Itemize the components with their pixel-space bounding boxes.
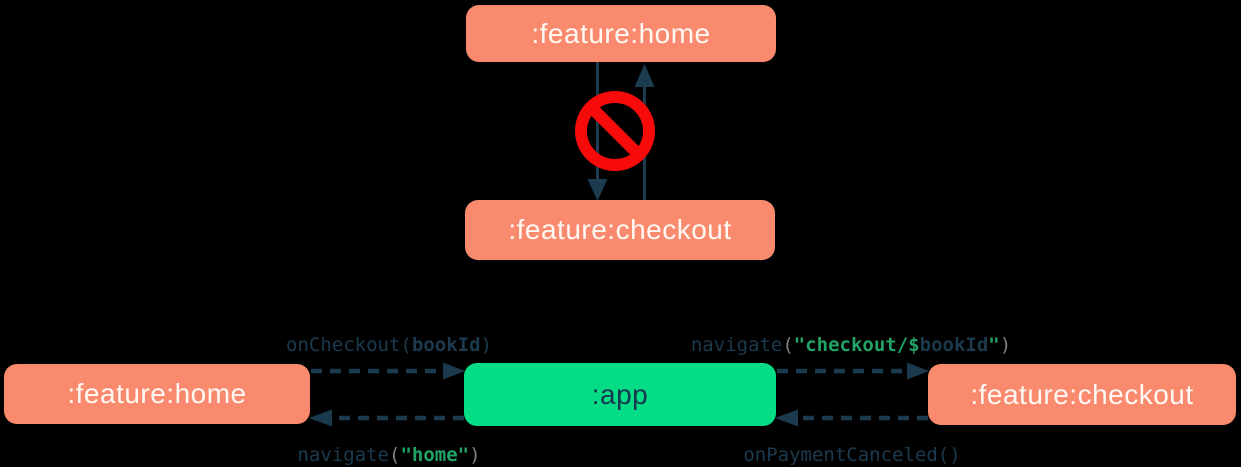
module-box-app: :app: [464, 363, 776, 426]
code-close: ): [469, 444, 481, 466]
label-navigate-home: navigate("home"): [239, 442, 539, 467]
code-fn: onCheckout(: [286, 334, 412, 356]
code-fn: navigate: [297, 444, 389, 466]
code-open: (: [782, 334, 794, 356]
arrow-app-to-checkout: [777, 362, 929, 380]
label-on-payment-canceled: onPaymentCanceled(): [702, 442, 1002, 467]
module-box-feature-checkout: :feature:checkout: [928, 364, 1236, 425]
code-arg: bookId: [411, 334, 481, 356]
label-navigate-checkout: navigate("checkout/$bookId"): [686, 332, 1016, 358]
module-box-feature-checkout-top: :feature:checkout: [465, 200, 775, 260]
arrow-checkout-to-app: [775, 409, 928, 427]
code-fn: onPaymentCanceled(): [743, 444, 961, 466]
arrow-app-to-home: [309, 409, 464, 427]
code-string: "checkout/$: [793, 334, 920, 356]
code-fn: navigate: [690, 334, 783, 356]
code-open: (: [388, 444, 401, 466]
arrow-home-to-checkout: [587, 62, 608, 201]
arrow-checkout-to-home: [634, 64, 655, 200]
module-box-feature-home-top: :feature:home: [466, 5, 776, 62]
code-close: ): [999, 334, 1012, 356]
code-interp: bookId: [919, 334, 989, 356]
module-box-feature-home: :feature:home: [4, 364, 310, 424]
code-string: "home": [400, 444, 470, 466]
no-entry-icon: [575, 91, 655, 171]
code-string-close: ": [988, 334, 1000, 356]
code-close: ): [480, 334, 492, 356]
arrow-home-to-app: [311, 362, 465, 380]
label-on-checkout: onCheckout(bookId): [237, 332, 541, 358]
